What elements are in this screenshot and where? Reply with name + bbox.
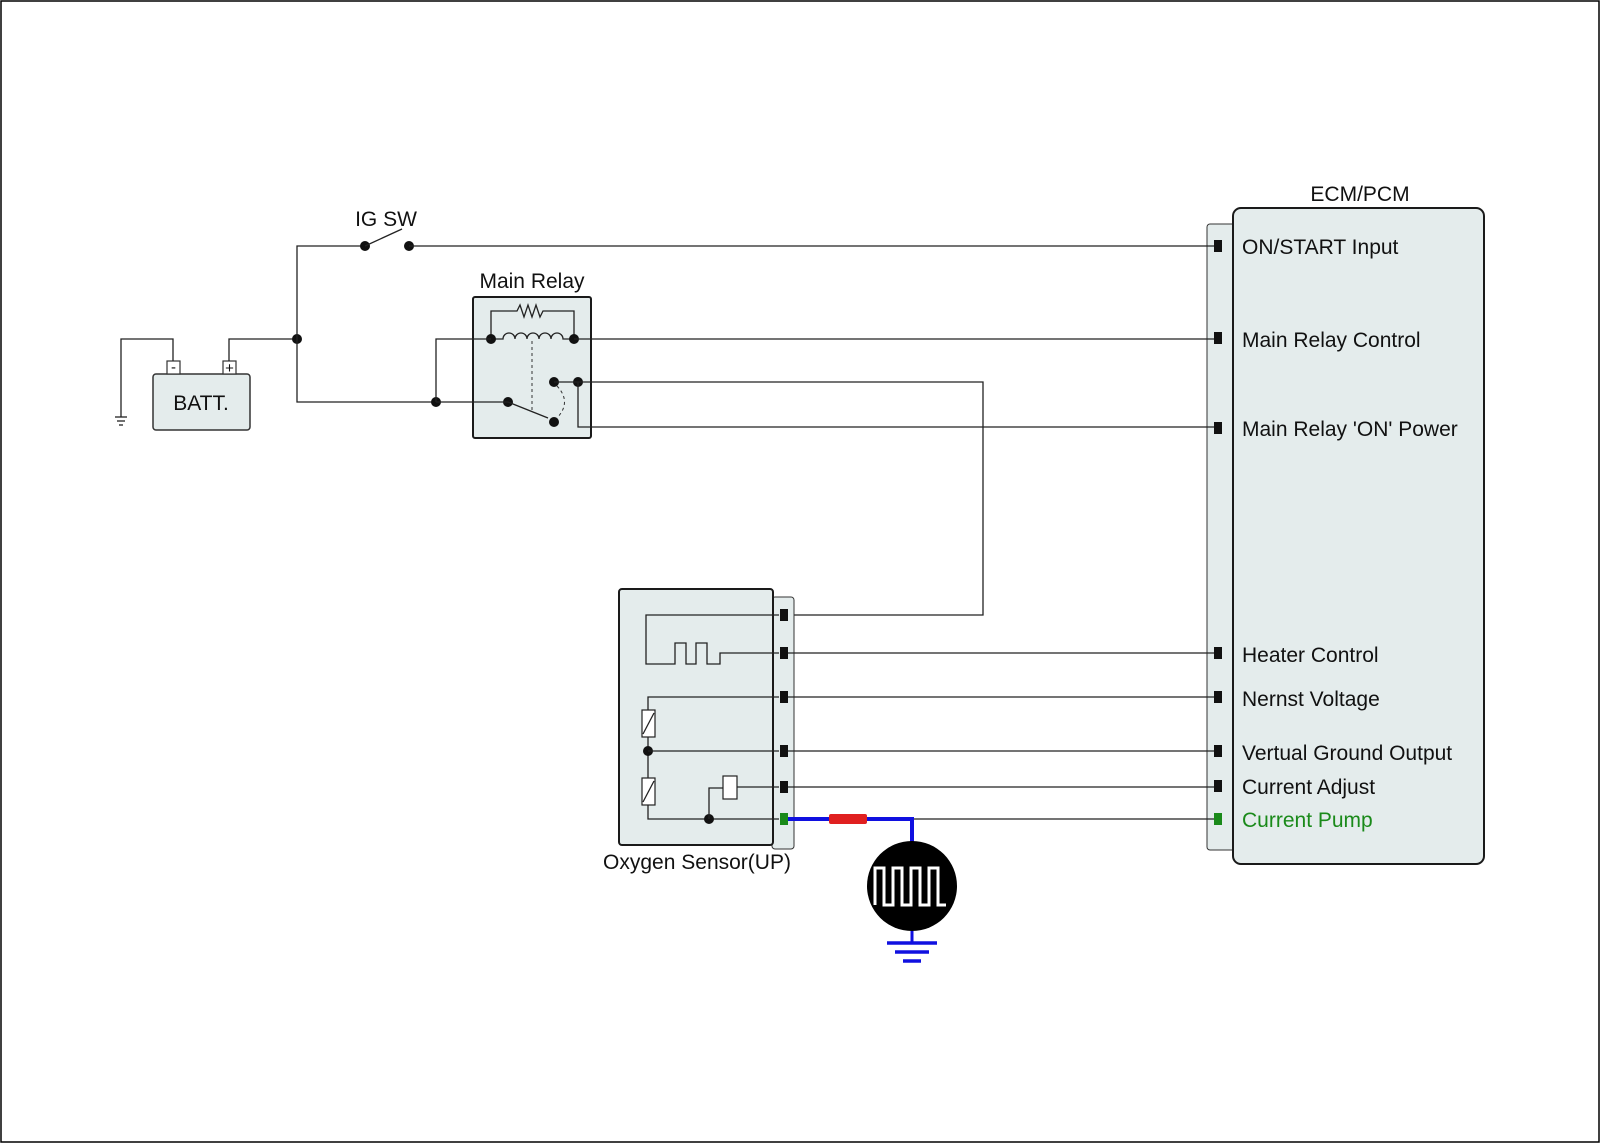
pin-label-main-relay-control: Main Relay Control bbox=[1242, 329, 1421, 352]
battery: BATT. - + bbox=[152, 359, 251, 431]
sensor-pin bbox=[780, 745, 788, 757]
pin-terminal bbox=[1214, 647, 1222, 659]
ecm-pin-vertual-ground-output: Vertual Ground Output bbox=[1214, 742, 1452, 765]
pin-label-nernst-voltage: Nernst Voltage bbox=[1242, 688, 1380, 711]
pin-terminal bbox=[1214, 745, 1222, 757]
pin-label-current-pump: Current Pump bbox=[1242, 809, 1373, 832]
ig-sw-label: IG SW bbox=[355, 208, 417, 231]
heater-element-icon bbox=[645, 614, 779, 665]
oscilloscope-square-wave-icon bbox=[867, 841, 957, 943]
adjust-resistor-icon bbox=[722, 775, 738, 800]
sensor-pin-highlighted bbox=[780, 813, 788, 825]
pin-terminal bbox=[1214, 691, 1222, 703]
battery-positive-sign: + bbox=[225, 360, 234, 377]
main-relay-label: Main Relay bbox=[479, 270, 585, 293]
battery-label: BATT. bbox=[173, 392, 229, 415]
battery-negative-sign: - bbox=[171, 359, 176, 376]
wire-battery-positive bbox=[228, 338, 297, 361]
ground-icon bbox=[887, 941, 937, 963]
relay-resistor bbox=[490, 302, 575, 339]
pin-label-vertual-ground-output: Vertual Ground Output bbox=[1242, 742, 1452, 765]
wire-relay-to-heater-power bbox=[578, 381, 984, 616]
probe-lead-clip bbox=[829, 814, 867, 824]
relay-switch-contact bbox=[549, 417, 559, 427]
sensor-internal-wire bbox=[647, 805, 779, 820]
sensor-internal-wire bbox=[708, 787, 723, 819]
wire-relay-coil-feed bbox=[435, 338, 491, 402]
pin-terminal bbox=[1214, 240, 1222, 252]
main-relay: Main Relay bbox=[472, 270, 592, 439]
ecm-pin-current-pump: Current Pump bbox=[1214, 809, 1373, 832]
relay-contact-arc bbox=[556, 385, 565, 419]
switch-lever bbox=[364, 228, 403, 247]
ecm-body bbox=[1232, 207, 1485, 865]
pin-label-on-start-input: ON/START Input bbox=[1242, 236, 1399, 259]
pin-label-heater-control: Heater Control bbox=[1242, 644, 1379, 667]
oxygen-sensor-label: Oxygen Sensor(UP) bbox=[603, 851, 791, 874]
sensor-pin bbox=[780, 691, 788, 703]
sensor-connector-strip bbox=[771, 596, 795, 850]
ecm-pin-main-relay-control: Main Relay Control bbox=[1214, 329, 1421, 352]
battery-ground-icon bbox=[115, 338, 174, 426]
relay-switch-arm bbox=[507, 401, 549, 419]
ecm-pin-nernst-voltage: Nernst Voltage bbox=[1214, 688, 1380, 711]
pin-label-current-adjust: Current Adjust bbox=[1242, 776, 1375, 799]
sensor-pin bbox=[780, 781, 788, 793]
pin-terminal bbox=[1214, 422, 1222, 434]
pin-label-main-relay-on-power: Main Relay 'ON' Power bbox=[1242, 418, 1458, 441]
pin-terminal bbox=[1214, 332, 1222, 344]
sensor-internal-wire bbox=[647, 696, 779, 710]
oxygen-sensor: Oxygen Sensor(UP) bbox=[603, 588, 795, 874]
ecm-pin-current-adjust: Current Adjust bbox=[1214, 776, 1375, 799]
battery-body bbox=[152, 373, 251, 431]
ecm-title: ECM/PCM bbox=[1310, 183, 1409, 206]
sensor-pin bbox=[780, 609, 788, 621]
pin-terminal bbox=[1214, 780, 1222, 792]
wire-to-main-relay bbox=[296, 339, 436, 403]
wire-to-ig-sw bbox=[296, 245, 365, 339]
sensor-pin bbox=[780, 647, 788, 659]
ecm-pin-on-start-input: ON/START Input bbox=[1214, 236, 1399, 259]
ecm-pin-main-relay-on-power: Main Relay 'ON' Power bbox=[1214, 418, 1458, 441]
ecm-pin-heater-control: Heater Control bbox=[1214, 644, 1379, 667]
pin-terminal-highlighted bbox=[1214, 813, 1222, 825]
relay-coil bbox=[491, 332, 574, 340]
